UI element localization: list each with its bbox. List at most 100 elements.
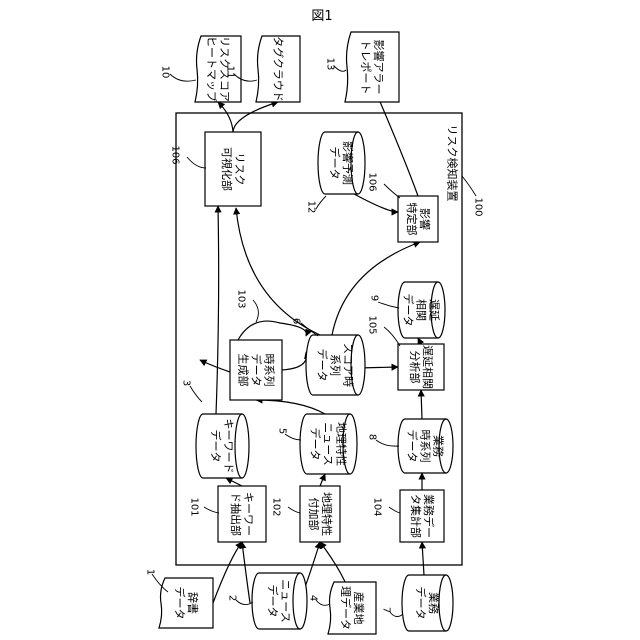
leader-impact (384, 184, 400, 198)
node-tsgen-label: 生成部 (237, 354, 251, 387)
node-dict-label: データ (173, 587, 187, 620)
node-bizagg-label: 業務デー (422, 494, 436, 538)
arrow-9 (216, 206, 219, 414)
leader-delay (384, 327, 400, 346)
leader-corr (378, 302, 399, 308)
node-kwx-label: ド抽出部 (229, 492, 243, 536)
node-score-label: データ (316, 349, 330, 382)
node-news-label: データ (266, 585, 280, 618)
node-biztime-label: 時系列 (419, 430, 433, 463)
ref-number-kwx: 101 (189, 497, 200, 516)
node-vis: リスク可視化部 106 (170, 132, 262, 206)
node-geoadd: 地理特性付加部 102 (271, 486, 341, 542)
node-news-label: ニュース (279, 579, 292, 622)
leader-biztime (376, 440, 399, 446)
node-delay-label: 遅延相関 (421, 345, 434, 389)
node-geonews: 地理特性ニュースデータ 5 (277, 414, 358, 474)
ref-number-vis: 106 (170, 145, 181, 164)
node-biztime-label: データ (406, 430, 420, 463)
figure-title: 図1 (311, 9, 332, 24)
node-delay-label: 分析部 (408, 351, 422, 384)
node-kwx-label: キーワー (242, 492, 255, 536)
node-geonews-label: データ (309, 428, 323, 461)
arrow-5 (422, 542, 424, 575)
ref-number-geo: 4 (308, 595, 319, 601)
node-biztime-label: 業務 (432, 435, 446, 457)
node-vis-label: リスク (233, 153, 246, 186)
node-corr: 遅延相関データ9 (369, 282, 446, 338)
node-score-label: スコア時 (342, 343, 355, 387)
node-alert-label: 影響アラー (372, 40, 386, 95)
node-score-label: 系列 (329, 354, 343, 376)
ref-number-tsgen: 103 (236, 289, 247, 308)
arrow-12 (282, 352, 307, 370)
node-cloud-label: タグクラウド (272, 36, 286, 102)
node-news: ニュースデータ 2 (227, 573, 308, 629)
arrow-18 (236, 208, 320, 335)
node-score: スコア時系列データ 6 (291, 318, 366, 395)
node-dict-label: 辞書 (186, 592, 200, 614)
node-geo: 産業地理データ4 (308, 582, 377, 634)
node-geoadd-label: 地理特性 (320, 492, 334, 536)
ref-number-score: 6 (291, 318, 302, 324)
leader-forecast (316, 196, 326, 209)
node-geo-label: 理データ (339, 586, 353, 630)
ref-number-geoadd: 102 (271, 497, 282, 516)
arrow-7 (320, 474, 325, 486)
arrow-10 (200, 360, 230, 372)
arrow-vis-cloud (233, 102, 278, 132)
node-forecast: 影響予測データ12 (306, 132, 366, 213)
node-biz-label: データ (414, 587, 428, 620)
arrow-20 (375, 90, 418, 196)
node-biz: 業務データ7 (381, 575, 454, 631)
node-alert-label: トレポート (359, 40, 372, 95)
leader-vis (187, 157, 206, 168)
ref-number-biz: 7 (381, 607, 392, 613)
node-forecast-label: データ (328, 147, 342, 180)
node-corr-label: データ (402, 294, 416, 327)
ref-number-impact: 106 (367, 172, 378, 191)
ref-number-news: 2 (227, 595, 238, 601)
node-heatmap-label: ヒートマップ (205, 36, 218, 102)
ref-number-corr: 9 (369, 295, 380, 301)
leader-kwx (204, 507, 219, 513)
node-impact-label: 特定部 (405, 203, 419, 236)
ref-number-heatmap: 10 (160, 66, 171, 79)
node-kwdata-label: キーワード (222, 419, 235, 474)
node-alert: 影響アラートレポート 13 (325, 32, 400, 102)
node-tsgen-label: データ (250, 354, 264, 387)
arrow-16 (418, 338, 421, 344)
leader-device (462, 176, 476, 196)
node-impact-label: 影響 (418, 208, 432, 230)
ref-number-cloud: 11 (225, 66, 236, 79)
node-bizagg: 業務データ集計部104 (372, 490, 445, 542)
ref-number-biztime: 8 (367, 434, 378, 440)
arrow-6 (226, 478, 242, 486)
ref-number-kwdata: 3 (181, 380, 192, 386)
node-bizagg-label: タ集計部 (409, 494, 423, 538)
ref-number-forecast: 12 (306, 201, 317, 214)
node-geonews-label: 地理特性 (335, 422, 349, 466)
node-impact: 影響特定部 106 (367, 172, 439, 242)
node-biztime: 業務時系列データ 8 (367, 419, 454, 473)
node-tsgen-label: 時系列 (263, 354, 277, 387)
node-kwx: キーワード抽出部 101 (189, 486, 267, 542)
node-geoadd-label: 付加部 (307, 498, 321, 531)
node-kwdata-label: データ (209, 430, 223, 463)
leader-geonews (285, 434, 301, 440)
leader-kwdata (190, 386, 202, 402)
arrow-15 (421, 390, 422, 419)
device-ref: 100 (473, 197, 484, 216)
leader-heatmap (170, 74, 196, 81)
node-corr-label: 相関 (415, 299, 428, 321)
arrow-11 (256, 400, 325, 414)
ref-number-alert: 13 (325, 58, 336, 71)
ref-number-geonews: 5 (277, 428, 288, 434)
node-geonews-label: ニュース (322, 422, 335, 465)
leader-bizagg (389, 507, 400, 513)
node-tsgen: 時系列データ生成部 103 (230, 289, 282, 400)
node-vis-label: 可視化部 (220, 147, 234, 191)
device-label: リスク検知装置 (446, 125, 460, 202)
ref-number-dict: 1 (145, 569, 156, 575)
leader-geoadd (288, 507, 300, 513)
